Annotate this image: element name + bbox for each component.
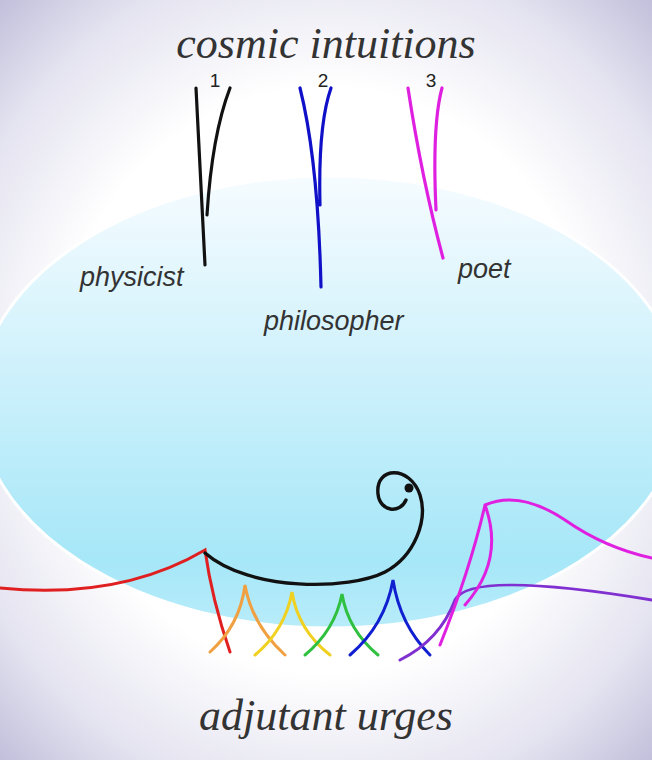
- magenta-fin: [440, 500, 652, 645]
- red-leg: [0, 550, 230, 652]
- title-heading: cosmic intuitions: [176, 18, 475, 69]
- caption-heading: adjutant urges: [199, 690, 453, 741]
- creature-eye: [405, 484, 414, 493]
- creature-body: [205, 473, 422, 585]
- poet-cusp: [408, 88, 443, 258]
- pool-ellipse: [0, 176, 652, 628]
- callout-number: 3: [426, 70, 437, 92]
- physicist-cusp: [196, 88, 230, 265]
- yellow-leg: [255, 592, 330, 655]
- green-leg: [305, 594, 378, 655]
- purple-fin: [400, 585, 652, 660]
- callout-number: 1: [210, 70, 221, 92]
- callout-number: 2: [318, 70, 329, 92]
- role-label: poet: [458, 254, 511, 285]
- blue-leg: [350, 580, 430, 655]
- role-label: philosopher: [264, 306, 404, 337]
- philosopher-cusp: [300, 88, 331, 287]
- orange-leg: [210, 585, 285, 655]
- role-label: physicist: [80, 262, 184, 293]
